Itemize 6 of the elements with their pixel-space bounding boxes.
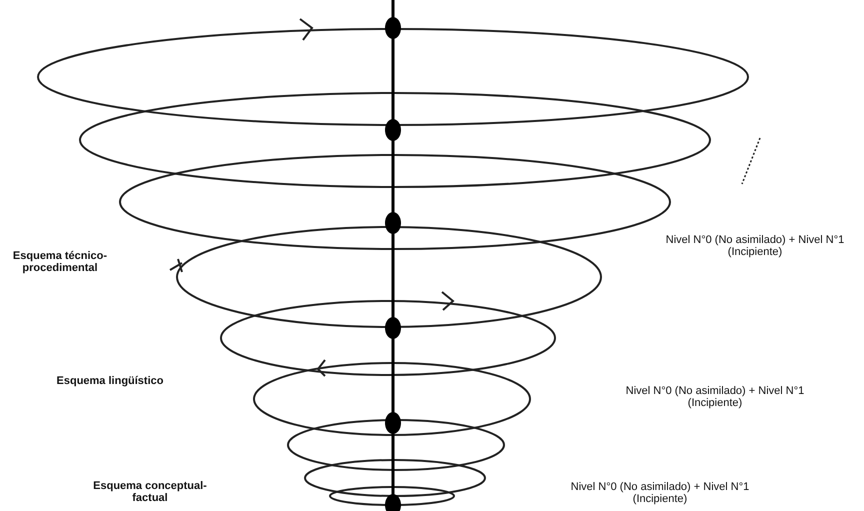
scheme-label: Esquema conceptual-factual (92, 480, 208, 504)
scheme-label: Esquema técnico-procedimental (12, 250, 108, 274)
level-label: Nivel N°0 (No asimilado) + Nivel N°1 (Incipiente) (570, 481, 750, 505)
scheme-label: Esquema lingüístico (56, 375, 164, 387)
level-label: Nivel N°0 (No asimilado) + Nivel N°1 (Incipiente) (664, 234, 846, 258)
level-label: Nivel N°0 (No asimilado) + Nivel N°1 (Incipiente) (624, 385, 806, 409)
